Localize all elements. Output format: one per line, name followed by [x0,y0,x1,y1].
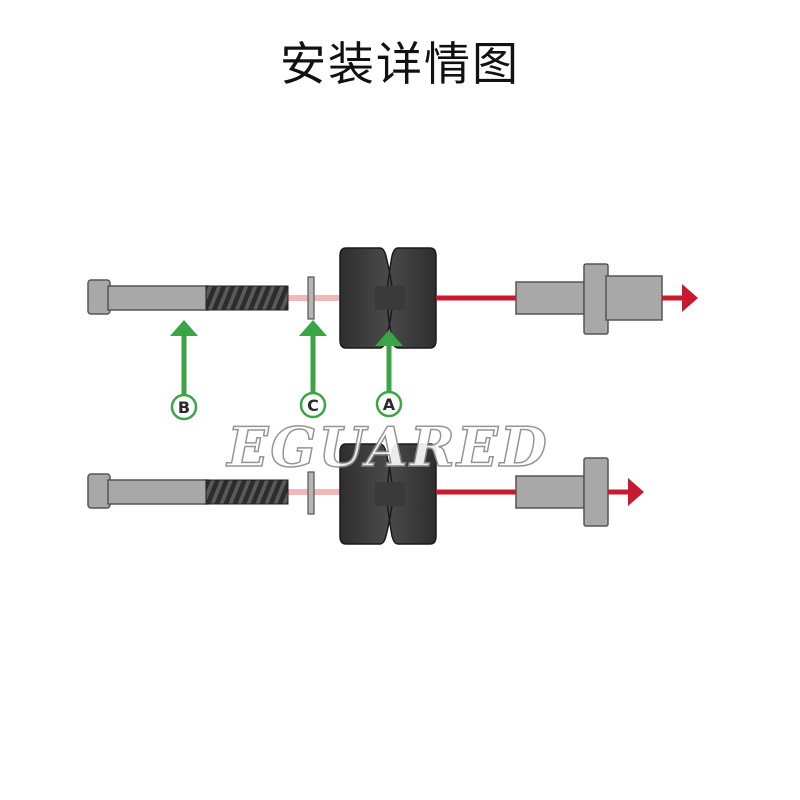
page-title: 安装详情图 [280,37,520,91]
top-assembly [87,247,698,349]
label-a: A [383,395,396,414]
mounting-pin [515,263,663,335]
watermark-logo: EGUARED [225,415,548,479]
label-b: B [178,398,190,417]
spacer [307,471,315,515]
bolt-b [87,279,289,315]
arrow-right-icon [682,284,698,312]
callout-a: A [375,330,403,418]
mounting-pin [515,457,609,527]
arrow-up-icon [375,330,403,346]
label-c: C [307,396,319,415]
bottom-assembly [87,443,644,545]
callout-b: B [170,320,198,421]
arrow-up-icon [299,320,327,336]
arrow-up-icon [170,320,198,336]
callout-c: C [299,320,327,419]
spacer-c [307,276,315,320]
arrow-right-icon [628,478,644,506]
bolt [87,473,289,509]
